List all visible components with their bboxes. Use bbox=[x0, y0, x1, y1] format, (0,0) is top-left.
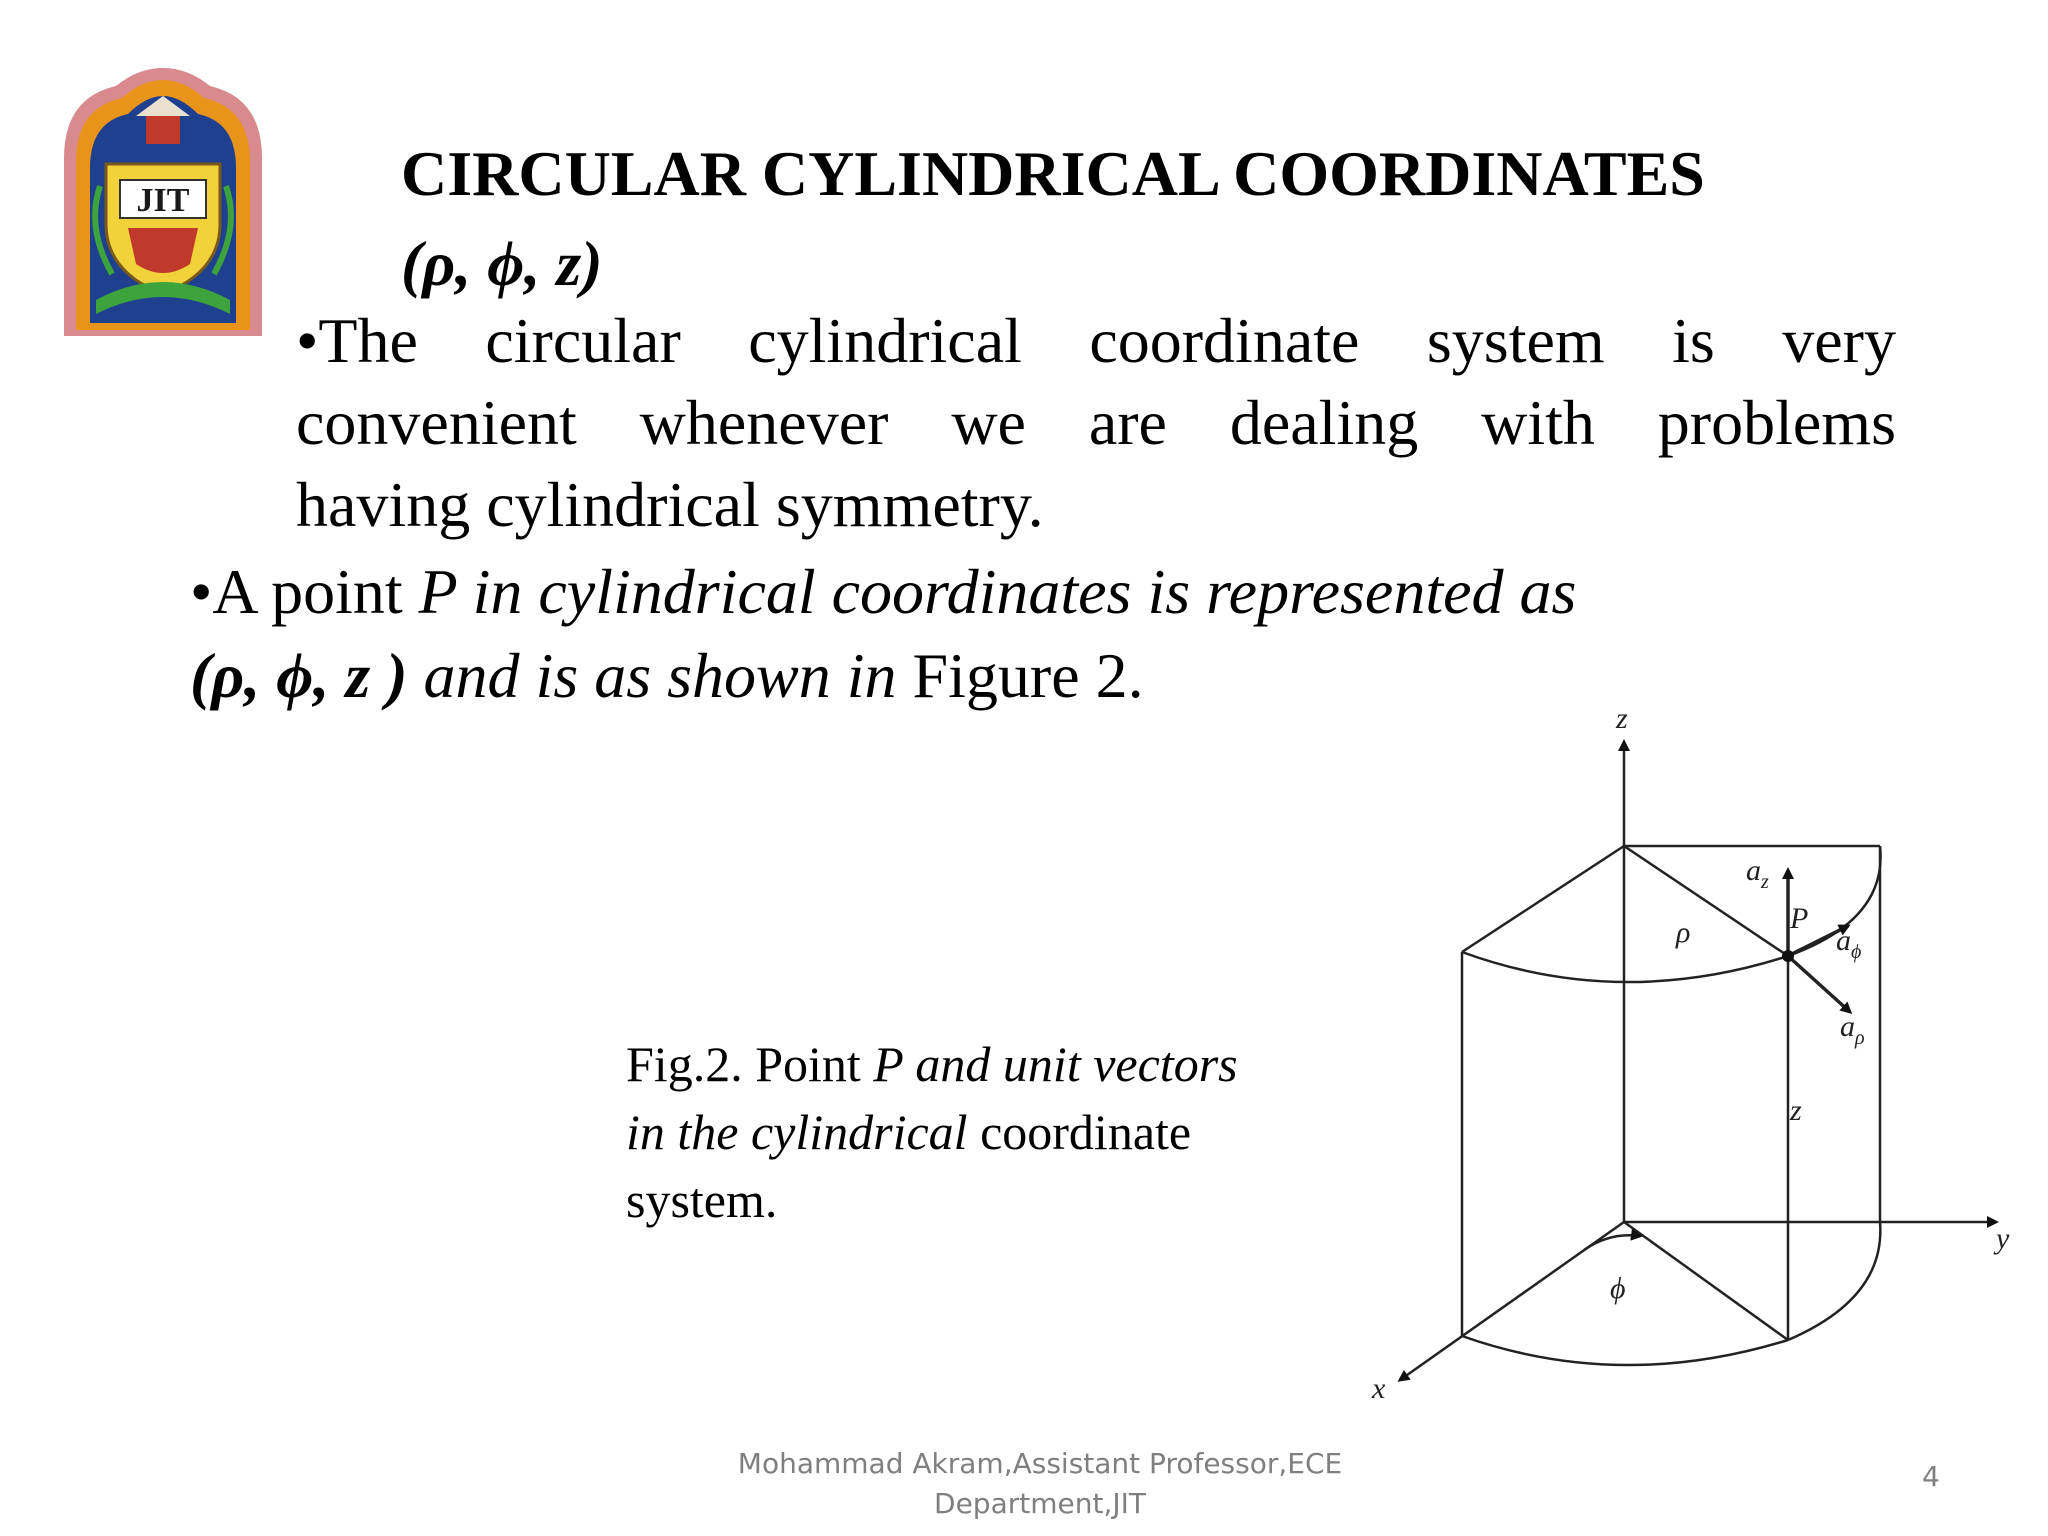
unit-vector-aphi bbox=[1787, 924, 1851, 958]
figure-caption: Fig.2. Point P and unit vectors in the c… bbox=[626, 1030, 1238, 1234]
arho-label: aρ bbox=[1840, 1010, 1865, 1049]
footer-author: Mohammad Akram,Assistant Professor,ECE D… bbox=[700, 1444, 1380, 1524]
word: is bbox=[1672, 305, 1715, 376]
cylindrical-coordinates-diagram: z y x ρ ϕ P z az aϕ aρ bbox=[1371, 702, 2010, 1405]
word: whenever bbox=[639, 387, 889, 458]
slide-title: CIRCULAR CYLINDRICAL COORDINATES bbox=[401, 138, 1705, 209]
footer-line1: Mohammad Akram,Assistant Professor,ECE bbox=[737, 1447, 1343, 1480]
bullet2-italic-text-2: and is as shown in bbox=[407, 640, 913, 711]
bullet-cylindrical-symmetry: •The circular cylindrical coordinate sys… bbox=[296, 300, 1896, 546]
word: •The bbox=[296, 305, 418, 376]
word: convenient bbox=[296, 387, 577, 458]
word: circular bbox=[485, 305, 681, 376]
point-p bbox=[1782, 950, 1794, 962]
word: cylindrical bbox=[748, 305, 1022, 376]
footer-line2: Department,JIT bbox=[934, 1487, 1146, 1520]
logo-text: JIT bbox=[137, 182, 190, 219]
phi-label: ϕ bbox=[1610, 1272, 1626, 1305]
aphi-label: aϕ bbox=[1836, 924, 1861, 963]
height-label: z bbox=[1789, 1094, 1802, 1127]
point-label: P bbox=[1789, 902, 1808, 935]
caption-part3: in the cylindrical bbox=[626, 1104, 968, 1160]
bullet2-coordinates: (ρ, ϕ, z ) bbox=[190, 640, 408, 711]
bullet-point-representation: •A point P in cylindrical coordinates is… bbox=[190, 550, 1576, 718]
caption-part4: coordinate bbox=[967, 1104, 1192, 1160]
college-logo: JIT bbox=[64, 68, 262, 336]
page-number: 4 bbox=[1922, 1460, 1940, 1493]
x-axis-label: x bbox=[1371, 1372, 1386, 1405]
word: system bbox=[1426, 305, 1605, 376]
word: problems bbox=[1657, 387, 1896, 458]
bullet2-figure-ref: Figure 2. bbox=[912, 640, 1144, 711]
caption-part1: Fig.2. Point bbox=[626, 1036, 874, 1092]
bullet2-italic-text: P in cylindrical coordinates is represen… bbox=[418, 556, 1577, 627]
z-axis-label: z bbox=[1615, 702, 1628, 735]
caption-part5: system. bbox=[626, 1172, 778, 1228]
slide-subtitle: (ρ, ϕ, z) bbox=[401, 228, 603, 299]
az-label: az bbox=[1746, 854, 1769, 893]
word: coordinate bbox=[1089, 305, 1360, 376]
caption-part2: P and unit vectors bbox=[873, 1036, 1238, 1092]
word: dealing bbox=[1229, 387, 1419, 458]
bullet1-line2: convenient whenever we are dealing with … bbox=[296, 382, 1896, 464]
bullet1-line1: •The circular cylindrical coordinate sys… bbox=[296, 300, 1896, 382]
bullet2-prefix: •A point bbox=[190, 556, 419, 627]
word: with bbox=[1481, 387, 1595, 458]
word: we bbox=[951, 387, 1026, 458]
rho-label: ρ bbox=[1675, 916, 1690, 949]
word: are bbox=[1088, 387, 1167, 458]
word: very bbox=[1782, 305, 1896, 376]
bullet1-line3: having cylindrical symmetry. bbox=[296, 469, 1044, 540]
y-axis-label: y bbox=[1993, 1222, 2010, 1255]
unit-vector-arho bbox=[1786, 954, 1853, 1015]
